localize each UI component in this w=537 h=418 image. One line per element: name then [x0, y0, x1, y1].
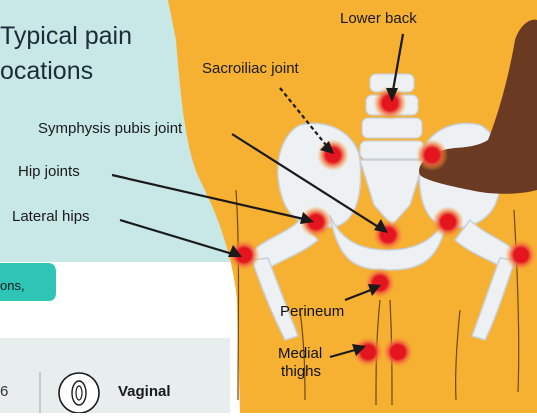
pain-spot-icon	[372, 219, 404, 251]
title-line-2: ocations	[0, 57, 93, 86]
label-perineum: Perineum	[280, 303, 344, 320]
pill-text: ons,	[0, 278, 25, 293]
vertebra	[362, 118, 422, 138]
pain-spot-icon	[382, 336, 414, 368]
info-panel	[0, 338, 230, 413]
vulva-icon	[59, 373, 99, 413]
footer-vaginal-label: Vaginal	[118, 383, 171, 400]
label-symphysis: Symphysis pubis joint	[38, 120, 182, 137]
label-medial-thighs-line-2: thighs	[281, 363, 321, 380]
pain-spot-icon	[317, 139, 349, 171]
label-medial-thighs-line-1: Medial	[278, 345, 322, 362]
label-sacroiliac: Sacroiliac joint	[202, 60, 299, 77]
vertebra	[360, 141, 424, 159]
title-line-1: Typical pain	[0, 22, 132, 51]
label-lower-back: Lower back	[340, 10, 417, 27]
label-hip-joints: Hip joints	[18, 163, 80, 180]
footer-number: 6	[0, 383, 8, 400]
pain-spot-icon	[364, 267, 396, 299]
label-lateral-hips: Lateral hips	[12, 208, 90, 225]
pain-spot-icon	[505, 239, 537, 271]
pain-spot-icon	[432, 206, 464, 238]
pain-spot-icon	[416, 139, 448, 171]
